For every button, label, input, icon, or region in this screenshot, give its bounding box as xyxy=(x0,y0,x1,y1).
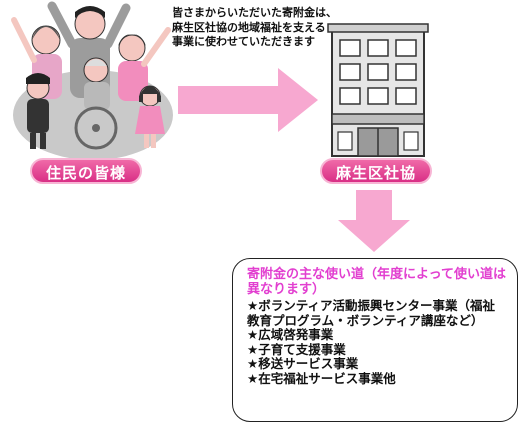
building-illustration xyxy=(327,23,429,157)
arrow-down-icon xyxy=(338,190,410,252)
arrow-right-icon xyxy=(178,68,318,132)
caption-line: 事業に使わせていただきます xyxy=(172,35,315,48)
residents-illustration xyxy=(11,1,173,160)
usage-item: ★ボランティア活動振興センター事業（福祉教育プログラム・ボランティア講座など） xyxy=(247,298,495,328)
usage-item: ★子育て支援事業 xyxy=(247,341,346,357)
girl-figure xyxy=(135,85,165,148)
usage-item: ★在宅福祉サービス事業他 xyxy=(247,370,396,386)
woman-figure-right xyxy=(118,27,171,101)
boy-figure xyxy=(26,73,50,149)
usage-item: ★広域啓発事業 xyxy=(247,327,334,342)
council-label: 麻生区社協 xyxy=(320,158,432,184)
donation-usage-box: 寄附金の主な使い道（年度によって使い道は異なります） ★ボランティア活動振興セン… xyxy=(232,258,518,422)
usage-title: 寄附金の主な使い道（年度によって使い道は異なります） xyxy=(247,267,506,297)
donation-caption: 皆さまからいただいた寄附金は、 麻生区社協の地域福祉を支える 事業に使わせていた… xyxy=(172,6,337,50)
residents-label: 住民の皆様 xyxy=(30,158,142,184)
caption-line: 皆さまからいただいた寄附金は、 xyxy=(172,6,337,19)
usage-item: ★移送サービス事業 xyxy=(247,356,359,371)
caption-line: 麻生区社協の地域福祉を支える xyxy=(172,20,326,34)
wheelchair-figure xyxy=(74,57,118,150)
